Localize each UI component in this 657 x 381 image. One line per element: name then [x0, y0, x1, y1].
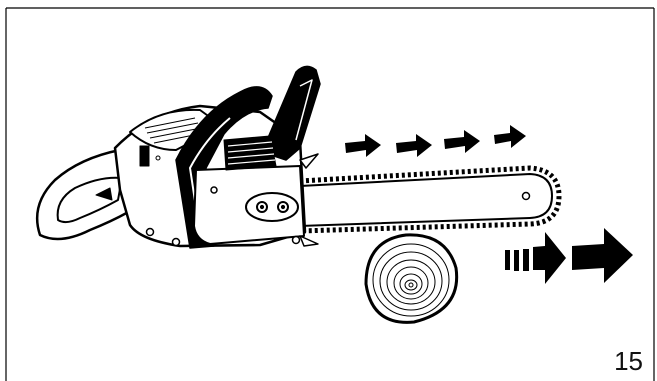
bumper-spike-bottom	[299, 235, 319, 247]
chain-direction-arrow	[494, 125, 526, 148]
bumper-spike-top	[299, 153, 319, 169]
chain-direction-arrow	[444, 130, 480, 153]
cylinder-fins	[223, 135, 277, 171]
feed-direction-arrows	[505, 228, 633, 284]
switch-lever	[139, 145, 150, 167]
cut-feed-arrow	[572, 228, 633, 283]
cut-feed-arrow	[533, 232, 566, 284]
feed-arrow-tail-bar	[514, 250, 519, 271]
figure-number: 15	[614, 346, 643, 376]
saw-chain	[299, 165, 562, 234]
chain-direction-arrow	[345, 134, 381, 157]
guide-bar	[299, 165, 562, 234]
feed-arrow-tail-bar	[505, 250, 510, 270]
chain-direction-arrows	[345, 125, 526, 157]
hand-guard	[261, 65, 321, 161]
chain-direction-arrow	[396, 134, 432, 157]
bar-mount-plate	[245, 192, 299, 222]
page-border	[5, 7, 655, 381]
log-cross-section	[364, 233, 459, 324]
chainsaw-body	[35, 65, 321, 249]
bar-nose-rivet	[521, 191, 531, 201]
